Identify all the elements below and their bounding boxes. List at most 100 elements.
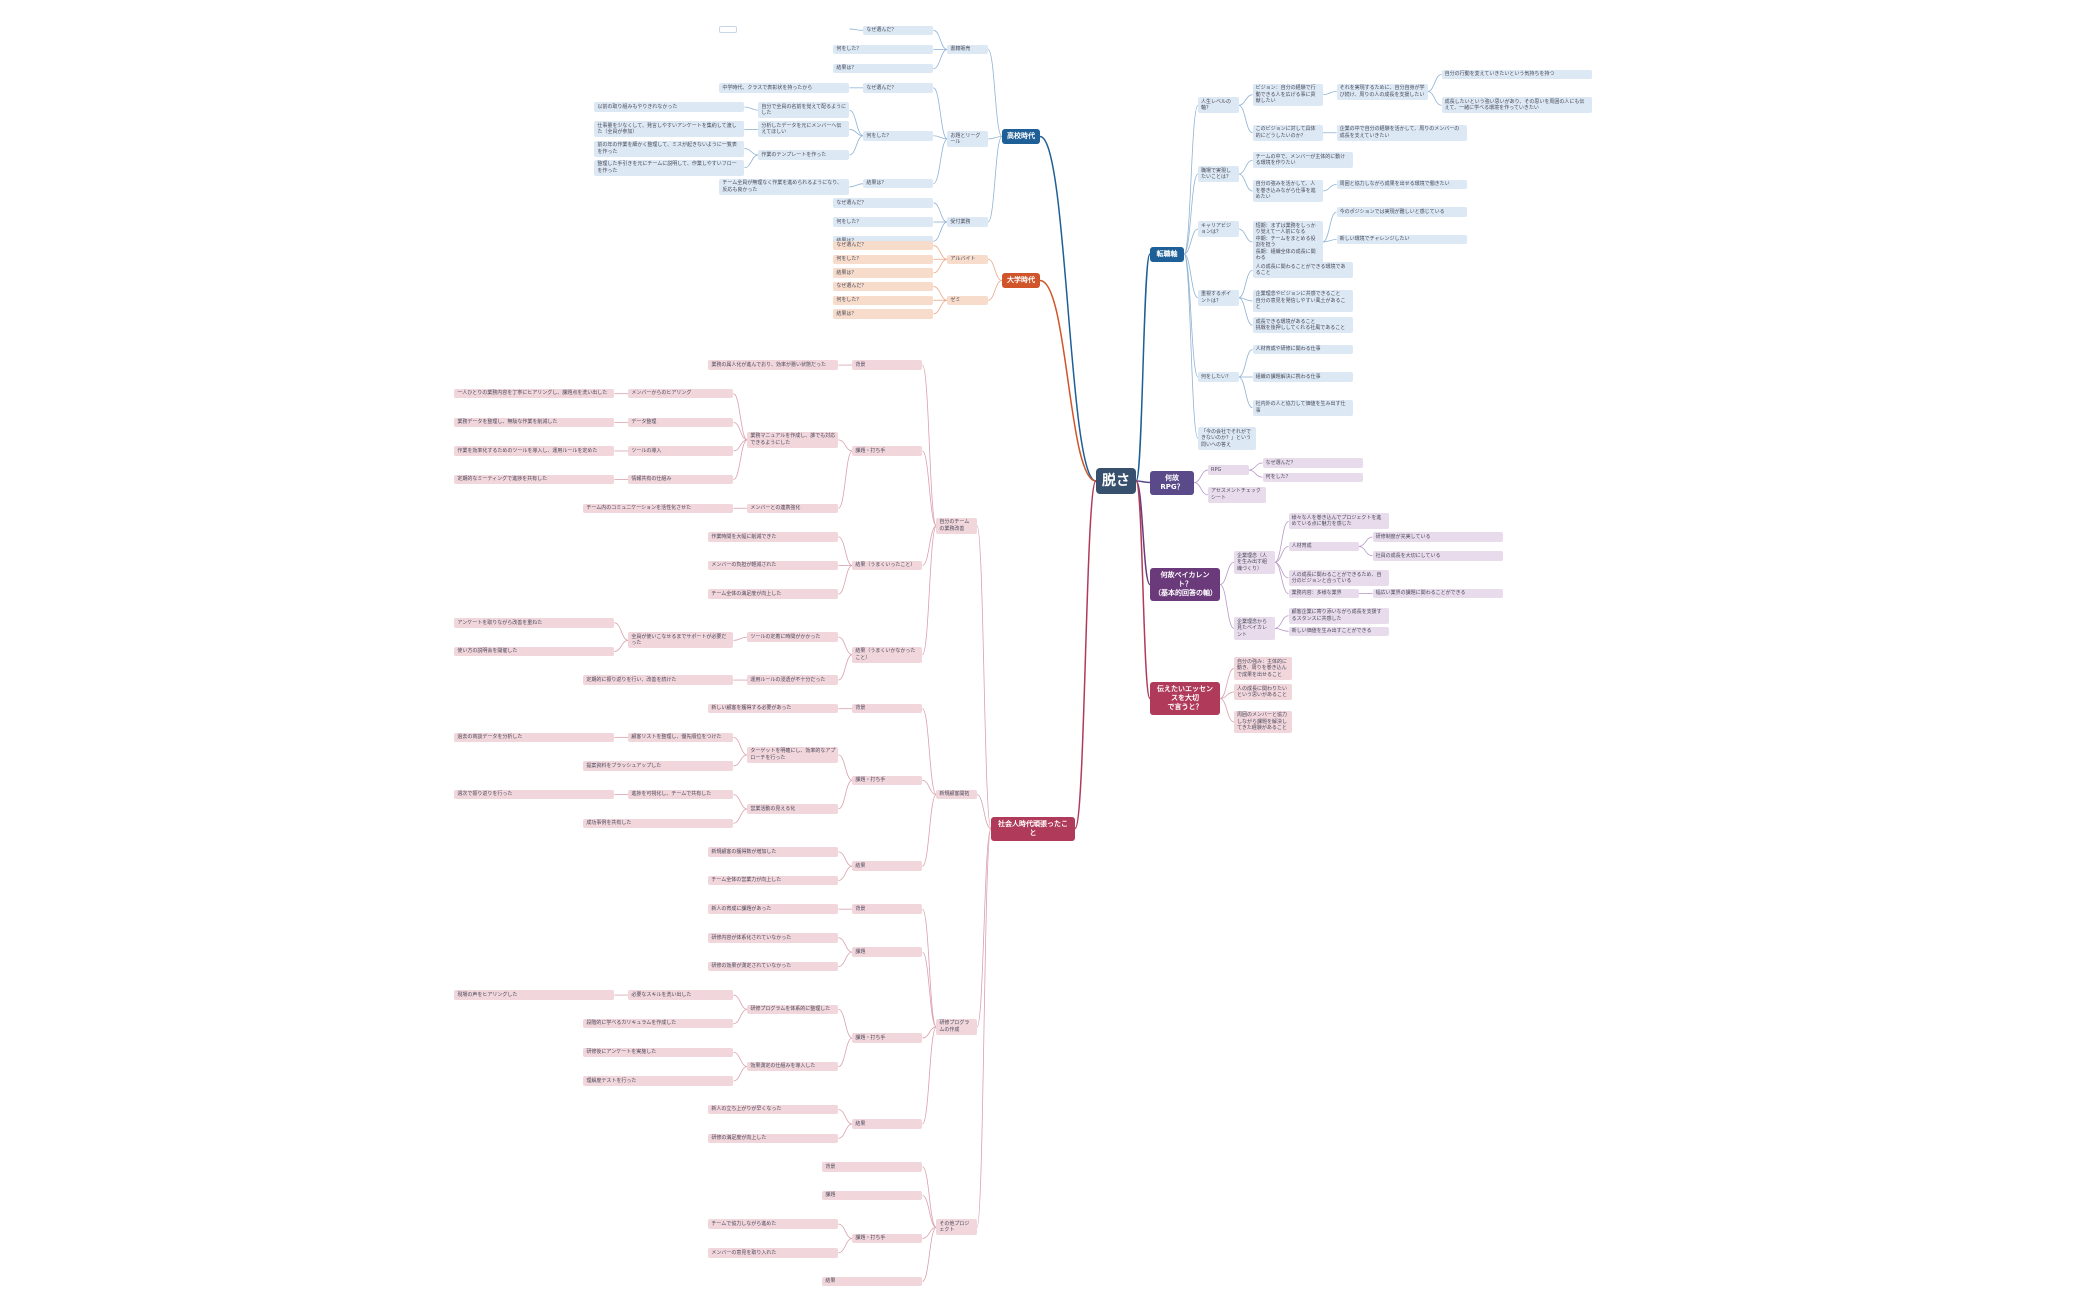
subtopic-結果は？[interactable]: 結果は？ — [863, 178, 934, 189]
subtopic-顧客企業に寄り添いながら成長を支援するスタンスに[interactable]: 顧客企業に寄り添いながら成長を支援するスタンスに共感した — [1288, 607, 1389, 624]
subtopic-チームで協力しながら進めた[interactable]: チームで協力しながら進めた — [708, 1219, 839, 1229]
subtopic-背景[interactable]: 背景 — [852, 904, 923, 914]
subtopic-業務データを整理し、無駄な作業を削減した[interactable]: 業務データを整理し、無駄な作業を削減した — [454, 417, 615, 428]
subtopic-データ整理[interactable]: データ整理 — [628, 417, 734, 428]
subtopic-段階的に学べるカリキュラムを作成した[interactable]: 段階的に学べるカリキュラムを作成した — [583, 1018, 734, 1029]
subtopic-チーム全体の営業力が向上した[interactable]: チーム全体の営業力が向上した — [708, 875, 839, 886]
topic-アセスメントチェックシート[interactable]: アセスメントチェックシート — [1208, 486, 1266, 503]
subtopic-自分の行動を変えていきたいという気持ちを持つ[interactable]: 自分の行動を変えていきたいという気持ちを持つ — [1441, 69, 1592, 80]
subtopic-新人の立ち上がりが早くなった[interactable]: 新人の立ち上がりが早くなった — [708, 1104, 839, 1115]
subtopic-何をした？[interactable]: 何をした？ — [833, 254, 934, 264]
topic-その他プロジェクト[interactable]: その他プロジェクト — [936, 1219, 977, 1236]
subtopic-なぜ選んだ？[interactable]: なぜ選んだ？ — [833, 198, 934, 208]
subtopic-中学時代、クラスで表彰状を持ったから[interactable]: 中学時代、クラスで表彰状を持ったから — [719, 83, 850, 93]
subtopic-結果（うまくいかなかったこと）[interactable]: 結果（うまくいかなかったこと） — [852, 646, 923, 663]
subtopic-使い方の説明会を開催した[interactable]: 使い方の説明会を開催した — [454, 646, 615, 657]
subtopic-新しい顧客を獲得する必要があった[interactable]: 新しい顧客を獲得する必要があった — [708, 703, 839, 714]
subtopic-人材育成や研修に関わる仕事[interactable]: 人材育成や研修に関わる仕事 — [1252, 344, 1353, 355]
root-topic[interactable]: 脱さ — [1096, 468, 1136, 494]
topic-重視するポイントは？[interactable]: 重視するポイントは？ — [1198, 289, 1239, 306]
subtopic-全員が使いこなせるまでサポートが必要だった[interactable]: 全員が使いこなせるまでサポートが必要だった — [628, 632, 734, 649]
subtopic-定期的に振り返りを行い、改善を続けた[interactable]: 定期的に振り返りを行い、改善を続けた — [583, 675, 734, 685]
subtopic-定期的なミーティングで進捗を共有した[interactable]: 定期的なミーティングで進捗を共有した — [454, 474, 615, 485]
subtopic-研修制度が充実している[interactable]: 研修制度が充実している — [1372, 532, 1503, 542]
subtopic-何をした？[interactable]: 何をした？ — [833, 217, 934, 227]
topic-企業理念から見たベイカレント[interactable]: 企業理念から見たベイカレント — [1234, 617, 1275, 640]
subtopic-営業活動の見える化[interactable]: 営業活動の見える化 — [747, 804, 839, 814]
subtopic-社内外の人と協力して価値を生み出す仕事[interactable]: 社内外の人と協力して価値を生み出す仕事 — [1252, 399, 1353, 416]
subtopic-課題・打ち手[interactable]: 課題・打ち手 — [852, 1233, 923, 1244]
subtopic-業務の属人化が進んでおり、効率が悪い状態だった[interactable]: 業務の属人化が進んでおり、効率が悪い状態だった — [708, 360, 839, 370]
subtopic-[interactable] — [719, 25, 738, 33]
subtopic-背景[interactable]: 背景 — [822, 1162, 923, 1172]
topic-新規顧客開拓[interactable]: 新規顧客開拓 — [936, 789, 977, 800]
subtopic-新しい環境でチャレンジしたい[interactable]: 新しい環境でチャレンジしたい — [1336, 234, 1467, 245]
topic-自分のチームの業務改善[interactable]: 自分のチームの業務改善 — [936, 517, 977, 534]
subtopic-結果[interactable]: 結果 — [852, 1119, 923, 1129]
branch-shakaijin[interactable]: 社会人時代頑張ったこと — [991, 816, 1075, 841]
subtopic-なぜ選んだ？[interactable]: なぜ選んだ？ — [833, 281, 934, 292]
subtopic-成功事例を共有した[interactable]: 成功事例を共有した — [583, 818, 734, 828]
subtopic-何をした？[interactable]: 何をした？ — [833, 44, 934, 55]
subtopic-企業の中で自分の経験を活かして、周りのメンバーの[interactable]: 企業の中で自分の経験を活かして、周りのメンバーの成長を支えていきたい — [1336, 124, 1467, 141]
subtopic-提案資料をブラッシュアップした[interactable]: 提案資料をブラッシュアップした — [583, 761, 734, 771]
subtopic-前の年の作業を細かく整理して、ミスが起きないよう[interactable]: 前の年の作業を細かく整理して、ミスが起きないように一覧表を作った — [594, 140, 745, 157]
subtopic-組織の課題解決に携わる仕事[interactable]: 組織の課題解決に携わる仕事 — [1252, 372, 1353, 382]
subtopic-メンバーからのヒアリング[interactable]: メンバーからのヒアリング — [628, 388, 734, 399]
subtopic-何をした？[interactable]: 何をした？ — [833, 295, 934, 305]
subtopic-現場の声をヒアリングした[interactable]: 現場の声をヒアリングした — [454, 990, 615, 1000]
subtopic-社員の成長を大切にしている[interactable]: 社員の成長を大切にしている — [1372, 551, 1503, 561]
topic-アルバイト[interactable]: アルバイト — [947, 254, 988, 264]
topic-職場で実現したいことは？[interactable]: 職場で実現したいことは？ — [1198, 166, 1239, 182]
topic-人生レベルの軸？[interactable]: 人生レベルの軸？ — [1198, 97, 1239, 114]
topic-人の成長に関わりたいという思いがあること[interactable]: 人の成長に関わりたいという思いがあること — [1234, 684, 1292, 700]
branch-tenshoku[interactable]: 転職軸 — [1150, 246, 1184, 262]
subtopic-様々な人を巻き込んでプロジェクトを進めている点に[interactable]: 様々な人を巻き込んでプロジェクトを進めている点に魅力を感じた — [1288, 513, 1389, 530]
subtopic-チーム全体の満足度が向上した[interactable]: チーム全体の満足度が向上した — [708, 589, 839, 599]
branch-daigaku[interactable]: 大学時代 — [1002, 273, 1040, 288]
subtopic-課題[interactable]: 課題 — [822, 1190, 923, 1201]
subtopic-ツールの定着に時間がかかった[interactable]: ツールの定着に時間がかかった — [747, 632, 839, 642]
subtopic-企業理念やビジョンに共感できること-自分の意見を[interactable]: 企業理念やビジョンに共感できること 自分の意見を発信しやすい風土があること — [1252, 289, 1353, 313]
topic-RPG[interactable]: RPG — [1208, 465, 1249, 475]
subtopic-ビジョン：自分の経験で行動できる人を広げる事に貢[interactable]: ビジョン：自分の経験で行動できる人を広げる事に貢献したい — [1252, 83, 1323, 106]
topic-何をしたい？[interactable]: 何をしたい？ — [1198, 372, 1239, 382]
subtopic-結果は？[interactable]: 結果は？ — [833, 309, 934, 319]
subtopic-新人の育成に課題があった[interactable]: 新人の育成に課題があった — [708, 904, 839, 914]
subtopic-新規顧客の獲得数が増加した[interactable]: 新規顧客の獲得数が増加した — [708, 847, 839, 857]
subtopic-チーム内のコミュニケーションを活性化させた[interactable]: チーム内のコミュニケーションを活性化させた — [583, 503, 734, 513]
subtopic-週次で振り返りを行った[interactable]: 週次で振り返りを行った — [454, 789, 615, 800]
branch-tsutaetai[interactable]: 伝えたいエッセンスを大切 で言うと？ — [1150, 682, 1220, 715]
subtopic-人の成長に関わることができるため、自分のビジョン[interactable]: 人の成長に関わることができるため、自分のビジョンと合っている — [1288, 570, 1389, 586]
subtopic-人材育成[interactable]: 人材育成 — [1288, 541, 1359, 552]
topic-企業理念（人を生み出す組織づくり）[interactable]: 企業理念（人を生み出す組織づくり） — [1234, 551, 1275, 574]
subtopic-短期：まずは業務をしっかり覚えて一人前になる-中[interactable]: 短期：まずは業務をしっかり覚えて一人前になる 中期：チームをまとめる役割を担う … — [1252, 221, 1323, 263]
subtopic-周囲と協力しながら成果を出せる環境で働きたい[interactable]: 周囲と協力しながら成果を出せる環境で働きたい — [1336, 179, 1467, 190]
subtopic-ツールの導入[interactable]: ツールの導入 — [628, 446, 734, 456]
subtopic-自分の強みを活かして、人を巻き込みながら仕事を進[interactable]: 自分の強みを活かして、人を巻き込みながら仕事を進めたい — [1252, 179, 1323, 203]
subtopic-作業のテンプレートを作った[interactable]: 作業のテンプレートを作った — [758, 150, 850, 160]
subtopic-幅広い業界の課題に関わることができる[interactable]: 幅広い業界の課題に関わることができる — [1372, 588, 1503, 599]
subtopic-成長できる環境があること-挑戦を後押ししてくれる[interactable]: 成長できる環境があること 挑戦を後押ししてくれる社風であること — [1252, 317, 1353, 334]
topic-キャリアビジョンは？[interactable]: キャリアビジョンは？ — [1198, 221, 1239, 237]
subtopic-それを実現するために、自分自身が学び続け、周りの[interactable]: それを実現するために、自分自身が学び続け、周りの人の成長を支援したい — [1336, 83, 1428, 100]
subtopic-研修プログラムを体系的に整理した[interactable]: 研修プログラムを体系的に整理した — [747, 1004, 839, 1015]
topic-書籍販売[interactable]: 書籍販売 — [947, 44, 988, 55]
subtopic-なぜ選んだ？[interactable]: なぜ選んだ？ — [863, 25, 934, 36]
subtopic-作業時間を大幅に削減できた[interactable]: 作業時間を大幅に削減できた — [708, 532, 839, 542]
subtopic-何をした？[interactable]: 何をした？ — [863, 131, 934, 141]
subtopic-課題・打ち手[interactable]: 課題・打ち手 — [852, 1033, 923, 1043]
subtopic-アンケートを取りながら改善を重ねた[interactable]: アンケートを取りながら改善を重ねた — [454, 618, 615, 628]
subtopic-進捗を可視化し、チームで共有した[interactable]: 進捗を可視化し、チームで共有した — [628, 789, 734, 800]
subtopic-結果は？[interactable]: 結果は？ — [833, 63, 934, 74]
subtopic-背景[interactable]: 背景 — [852, 703, 923, 714]
subtopic-一人ひとりの業務内容を丁寧にヒアリングし、課題点[interactable]: 一人ひとりの業務内容を丁寧にヒアリングし、課題点を洗い出した — [454, 388, 615, 399]
subtopic-結果（うまくいったこと）[interactable]: 結果（うまくいったこと） — [852, 560, 923, 571]
subtopic-研修後にアンケートを実施した[interactable]: 研修後にアンケートを実施した — [583, 1047, 734, 1058]
subtopic-なぜ選んだ？[interactable]: なぜ選んだ？ — [833, 240, 934, 251]
subtopic-課題・打ち手[interactable]: 課題・打ち手 — [852, 775, 923, 786]
subtopic-メンバーの負担が軽減された[interactable]: メンバーの負担が軽減された — [708, 560, 839, 571]
subtopic-背景[interactable]: 背景 — [852, 360, 923, 370]
branch-naze-ri[interactable]: 何故RPG？ — [1150, 470, 1194, 495]
